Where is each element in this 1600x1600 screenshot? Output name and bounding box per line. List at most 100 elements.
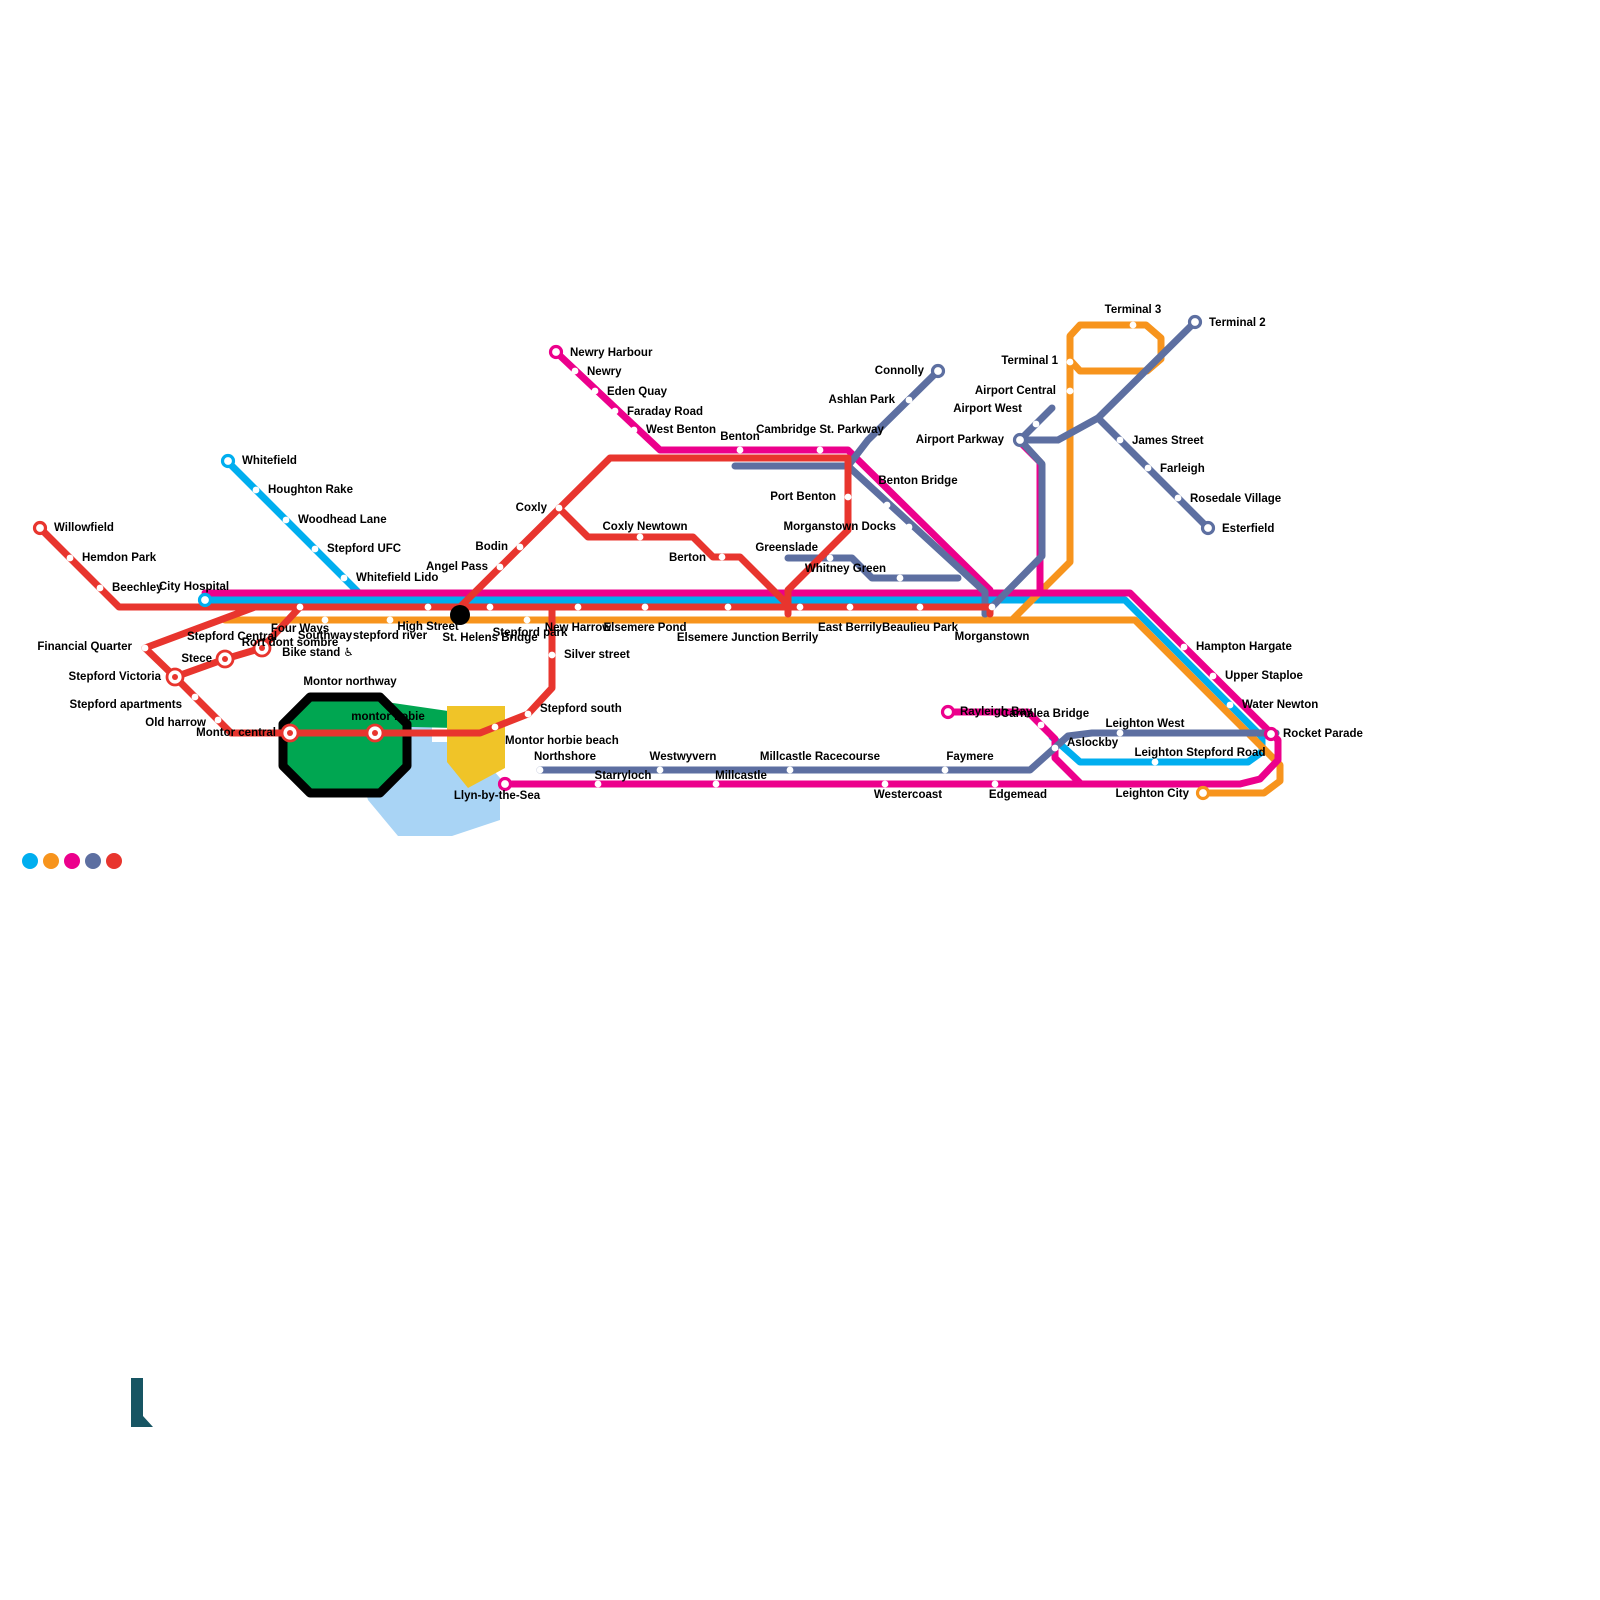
station-label-port-benton: Port Benton [770,491,836,503]
station-interchange-esterfield [1200,520,1216,536]
station-dot-millcastle [712,780,720,788]
station-label-millcastle-racecourse: Millcastle Racecourse [760,751,880,763]
station-label-city-hospital: City Hospital [159,581,229,593]
station-label-silver-street: Silver street [564,649,630,661]
station-dot-starryloch [594,780,602,788]
station-dot-angel-pass [496,563,504,571]
station-interchange-connolly [930,363,946,379]
station-dot-carnalea-bridge [1037,721,1045,729]
station-dot-aslockby [1051,744,1059,752]
station-label-westwyvern: Westwyvern [650,751,717,763]
route-line-magenta-newry [552,348,994,594]
station-dot-morganstown-docks [905,523,913,531]
station-interchange-rocket-parade [1263,726,1279,742]
station-label-berrily: Berrily [782,632,819,644]
station-label-terminal-2: Terminal 2 [1209,317,1266,329]
station-dot-high-street [424,603,432,611]
station-label-connolly: Connolly [875,365,925,377]
station-label-airport-parkway: Airport Parkway [916,434,1005,446]
station-label-beechley: Beechley [112,582,163,594]
station-dot-faraday-road [611,407,619,415]
station-dot-berton [718,553,726,561]
station-dot-southway [321,616,329,624]
station-interchange-city-hospital [197,592,213,608]
station-label-montor-horbie-beach: Montor horbie beach [505,735,619,747]
station-label-rort-dont-sombre: Rort dont sombre [242,637,338,649]
station-label-james-street: James Street [1132,435,1204,447]
station-dot-houghton-rake [252,486,260,494]
station-label-coxly: Coxly [516,502,548,514]
station-dot-millcastle-racecourse [786,766,794,774]
station-dot-rosedale-village [1174,494,1182,502]
station-label-greenslade: Greenslade [755,542,818,554]
station-label-leighton-west: Leighton West [1105,718,1184,730]
station-dot-stepford-south [524,710,532,718]
route-line-slate-vertical [981,436,1046,618]
station-label-aslockby: Aslockby [1067,737,1119,749]
station-label-farleigh: Farleigh [1160,463,1205,475]
station-label-bike-stand: Bike stand ♿ [282,647,354,659]
station-dot-edgemead [991,780,999,788]
station-dot-berrily [796,603,804,611]
station-label-montor-northway: Montor northway [303,676,397,688]
station-dot-port-benton [844,493,852,501]
station-label-stepford-ufc: Stepford UFC [327,543,401,555]
station-label-upper-staploe: Upper Staploe [1225,670,1303,682]
station-dot-elsemere-pond [641,603,649,611]
station-dot-westwyvern [656,766,664,774]
station-interchange-whitefield [220,453,236,469]
station-label-whitney-green: Whitney Green [805,563,886,575]
station-label-northshore: Northshore [534,751,596,763]
station-dot-west-benton [630,426,638,434]
station-dot-greenslade [826,554,834,562]
station-label-stece: Stece [181,653,212,665]
station-label-elsemere-pond: Elsemere Pond [603,622,686,634]
station-label-new-harrow: New Harrow [545,622,612,634]
station-dot-elsemere-junction [724,603,732,611]
station-label-financial-quarter: Financial Quarter [37,641,132,653]
station-dot-bodin [516,543,524,551]
station-dot-new-harrow [574,603,582,611]
station-label-morganstown-docks: Morganstown Docks [784,521,896,533]
station-dot-ashlan-park [905,396,913,404]
station-label-stepford-south: Stepford south [540,703,622,715]
station-dot-northshore [536,766,544,774]
station-label-east-berrily: East Berrily [818,622,883,634]
station-label-angel-pass: Angel Pass [426,561,488,573]
station-label-leighton-stepford-road: Leighton Stepford Road [1135,747,1266,759]
station-label-whitefield-lido: Whitefield Lido [356,572,438,584]
station-label-westercoast: Westercoast [874,789,942,801]
station-label-stepford-river: stepford river [353,630,428,642]
route-line-slate-connolly [731,367,942,470]
station-dot-cambridge-st-parkway [816,446,824,454]
station-label-old-harrow: Old harrow [145,717,206,729]
station-label-terminal-1: Terminal 1 [1001,355,1058,367]
station-label-esterfield: Esterfield [1222,523,1274,535]
station-label-stepford-central: Stepford Central [187,631,277,643]
station-interchange-rayleigh-bay [940,704,956,720]
station-dot-beaulieu-park [916,603,924,611]
station-interchange-llyn-by-the-sea [497,776,513,792]
station-label-starryloch: Starryloch [595,770,652,782]
station-dot-upper-staploe [1209,672,1217,680]
station-bullseye-core-stepford-victoria [172,674,178,680]
station-label-airport-west: Airport West [953,403,1022,415]
station-dot-terminal-3 [1129,321,1137,329]
station-label-rayleigh-bay: Rayleigh Bay [960,706,1033,718]
station-interchange-willowfield [32,520,48,536]
station-dot-coxly [555,504,563,512]
station-dot-airport-west [1032,420,1040,428]
station-dot-east-berrily [846,603,854,611]
station-label-hampton-hargate: Hampton Hargate [1196,641,1292,653]
station-label-bodin: Bodin [475,541,508,553]
station-dot-woodhead-lane [282,516,290,524]
station-dot-james-street [1116,436,1124,444]
station-dot-water-newton [1226,701,1234,709]
station-label-eden-quay: Eden Quay [607,386,668,398]
route-line-magenta-trunk [201,589,1282,788]
route-line-cyan-trunk [201,596,1266,766]
station-interchange-terminal-2 [1187,314,1203,330]
station-label-carnalea-bridge: Carnalea Bridge [1001,708,1089,720]
route-line-slate-south [536,729,1280,774]
